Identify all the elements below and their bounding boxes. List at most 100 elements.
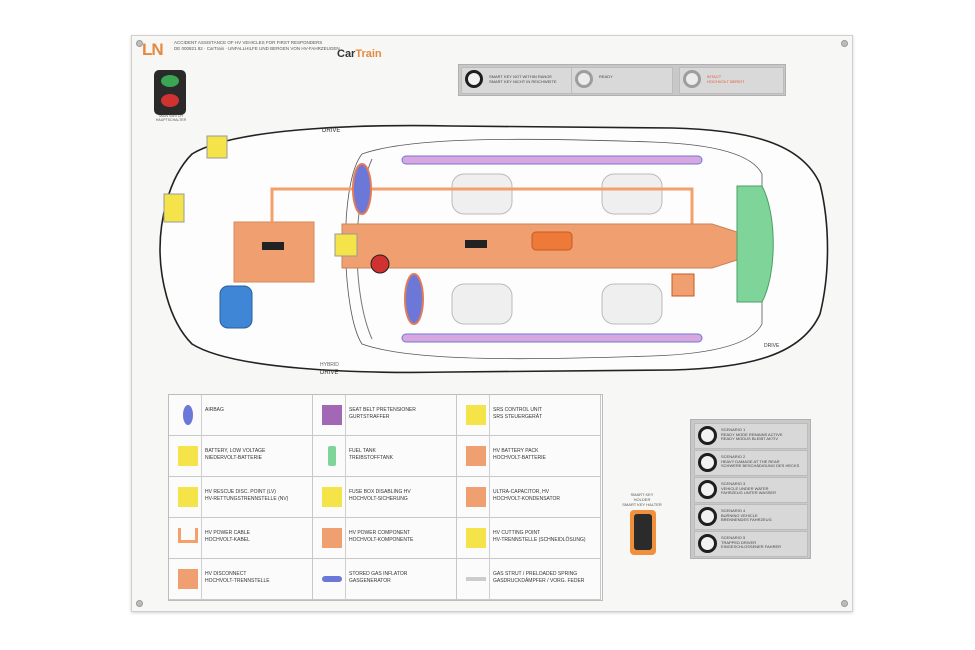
main-switch[interactable] — [154, 70, 186, 115]
status-ready[interactable]: READY — [571, 67, 673, 94]
smart-key-holder[interactable] — [630, 510, 656, 555]
rescue-point-tag — [206, 135, 228, 159]
battery12-icon — [178, 446, 198, 466]
cable-icon — [178, 528, 198, 543]
drive-label-right: DRIVE — [764, 343, 780, 349]
legend-separator — [489, 518, 490, 559]
legend-separator — [489, 395, 490, 436]
subtitle-line-1: ACCIDENT ASSISTANCE OF HV VEHICLES FOR F… — [174, 40, 323, 45]
legend-separator — [489, 559, 490, 600]
screw — [136, 600, 143, 607]
seat — [451, 283, 513, 325]
main-switch-label: MAIN SWITCH HAUPTSCHALTER — [155, 114, 187, 122]
ultra-capacitor — [671, 273, 695, 297]
smart-key[interactable] — [634, 514, 652, 550]
legend-item-airbag: AIRBAG — [169, 395, 313, 436]
disconnect-icon — [178, 569, 198, 589]
legend-separator — [201, 559, 202, 600]
scenario-knob[interactable] — [698, 453, 717, 472]
status-lamp[interactable] — [465, 70, 483, 88]
drive-label-bottom: DRIVE — [320, 370, 338, 376]
hv-cable — [270, 187, 694, 224]
legend-item-rescue: HV RESCUE DISC. POINT (LV)HV-RETTUNGSTRE… — [169, 477, 313, 518]
scenario-knob[interactable] — [698, 534, 717, 553]
legend-separator — [345, 518, 346, 559]
legend-separator — [345, 395, 346, 436]
scenario-knob[interactable] — [698, 426, 717, 445]
legend-separator — [345, 559, 346, 600]
srs-icon — [466, 405, 486, 425]
side-curtain-strip — [401, 155, 703, 165]
rescue-icon — [178, 487, 198, 507]
status-lamp[interactable] — [683, 70, 701, 88]
cutting-point-tag — [163, 193, 185, 223]
training-board: LN ACCIDENT ASSISTANCE OF HV VEHICLES FO… — [131, 35, 853, 612]
legend-separator — [201, 436, 202, 477]
subtitle-line-2: DE 000821 82 · CarTrain · UNFALLHILFE UN… — [174, 45, 340, 51]
battery-12v — [219, 285, 253, 329]
drive-label-top: DRIVE — [322, 128, 340, 134]
header-subtitle: ACCIDENT ASSISTANCE OF HV VEHICLES FOR F… — [174, 40, 364, 51]
scenario-knob[interactable] — [698, 480, 717, 499]
legend-separator — [201, 518, 202, 559]
hv-disconnect — [531, 231, 573, 251]
srs-control-tag — [334, 233, 358, 257]
car-inner-outline — [345, 138, 763, 360]
start-button[interactable] — [161, 75, 179, 87]
hv-emergency-button — [370, 254, 390, 274]
status-lamp[interactable] — [575, 70, 593, 88]
screw — [841, 600, 848, 607]
stop-button[interactable] — [161, 94, 179, 107]
car-diagram: DRIVE HYBRID DRIVE DRIVE — [159, 124, 829, 376]
brand-train: Train — [355, 48, 382, 60]
cartrain-logo: CarTrain — [337, 48, 382, 60]
hvbattery-icon — [466, 446, 486, 466]
scenario-knob[interactable] — [698, 507, 717, 526]
seat — [601, 173, 663, 215]
battery-label — [465, 240, 487, 248]
screw — [136, 40, 143, 47]
airbag — [352, 163, 372, 215]
legend-separator — [489, 436, 490, 477]
legend-separator — [345, 436, 346, 477]
seat — [601, 283, 663, 325]
airbag-icon — [183, 405, 193, 425]
ucap-icon — [466, 487, 486, 507]
component-icon — [322, 528, 342, 548]
legend-text: AIRBAG — [205, 407, 224, 413]
seatbelt-icon — [322, 405, 342, 425]
